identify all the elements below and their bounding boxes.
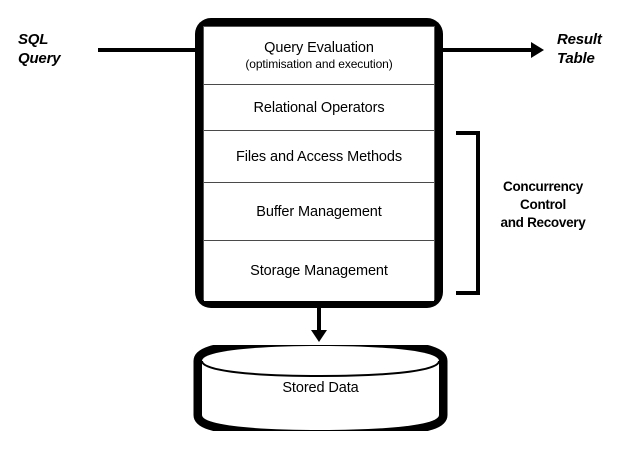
layer-storage-management-title: Storage Management [250, 263, 388, 279]
dbms-layer-stack: Query Evaluation (optimisation and execu… [203, 26, 435, 301]
cylinder-shape-icon [193, 345, 448, 431]
concurrency-control-label: Concurrency Control and Recovery [500, 179, 586, 230]
sql-query-label: SQL Query [18, 31, 61, 67]
layer-relational-operators[interactable]: Relational Operators [204, 85, 434, 131]
layer-query-evaluation[interactable]: Query Evaluation (optimisation and execu… [204, 27, 434, 85]
input-arrow-shaft [98, 48, 202, 52]
output-arrow-head-icon [531, 42, 544, 58]
layer-query-evaluation-title: Query Evaluation [264, 40, 374, 56]
layer-relational-operators-title: Relational Operators [253, 99, 385, 116]
stored-data-label: Stored Data [282, 380, 359, 396]
layer-buffer-management-title: Buffer Management [256, 203, 382, 220]
layer-storage-management[interactable]: Storage Management [204, 241, 434, 301]
storage-arrow-head-icon [311, 330, 327, 342]
dbms-engine-block: Query Evaluation (optimisation and execu… [195, 18, 443, 308]
output-arrow-shaft [443, 48, 535, 52]
layer-query-evaluation-subtitle: (optimisation and execution) [245, 57, 393, 71]
layer-buffer-management[interactable]: Buffer Management [204, 183, 434, 241]
layer-files-and-access-methods[interactable]: Files and Access Methods [204, 131, 434, 183]
layer-files-and-access-methods-title: Files and Access Methods [235, 148, 403, 165]
concurrency-bracket-icon [456, 131, 480, 295]
storage-arrow-shaft [317, 308, 321, 334]
stored-data-cylinder[interactable]: Stored Data [193, 345, 448, 431]
result-table-label: Result Table [557, 31, 602, 67]
